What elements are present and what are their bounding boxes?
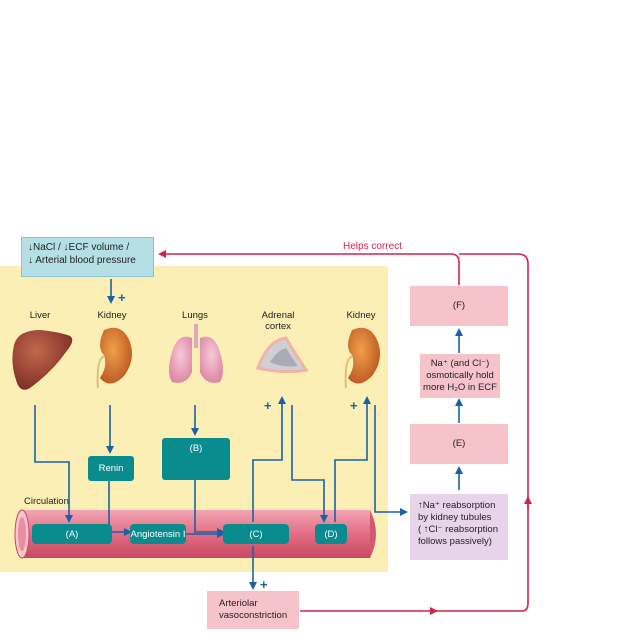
adrenal-cortex-icon — [256, 336, 309, 374]
stimulus-box: ↓NaCl / ↓ECF volume / ↓ Arterial blood p… — [21, 237, 154, 277]
renin-box: Renin — [88, 456, 134, 481]
kidney-icon-left — [100, 327, 132, 384]
liver-label: Liver — [29, 310, 51, 321]
angiotensin-i-box: Angiotensin I — [130, 524, 186, 544]
kidney-label-left: Kidney — [97, 310, 127, 321]
feedback-loop — [158, 250, 532, 615]
liver-icon — [12, 330, 73, 390]
stimulus-line-1: ↓NaCl / ↓ECF volume / — [28, 242, 130, 253]
plus-sign-adrenal: + — [264, 398, 272, 413]
plus-sign-stimulus: + — [118, 290, 126, 305]
arteriolar-line-1: Arteriolar — [219, 598, 258, 609]
arteriolar-line-2: vasoconstriction — [219, 610, 288, 621]
adrenal-label-line-1: Adrenal — [261, 310, 295, 321]
plus-sign-kidney: + — [350, 398, 358, 413]
adrenal-cortex-label: Adrenal cortex — [248, 310, 308, 332]
reabsorb-line-1: ↑Na⁺ reabsorption — [418, 500, 496, 511]
helps-correct-label: Helps correct — [343, 241, 402, 252]
na-line-1: Na⁺ (and Cl⁻) — [430, 358, 490, 369]
stimulus-line-2: ↓ Arterial blood pressure — [28, 255, 136, 266]
na-line-2: osmotically hold — [426, 370, 494, 381]
pathway-arrows — [34, 279, 463, 590]
box-b: (B) — [162, 438, 230, 480]
plus-sign-vasoconstriction: + — [260, 577, 268, 592]
box-a: (A) — [32, 524, 112, 544]
na-water-box: Na⁺ (and Cl⁻) osmotically hold more H₂O … — [420, 354, 500, 398]
circulation-label: Circulation — [24, 496, 69, 507]
adrenal-label-line-2: cortex — [265, 321, 291, 332]
kidney-label-right: Kidney — [346, 310, 376, 321]
kidney-icon-right — [348, 327, 380, 384]
box-d: (D) — [315, 524, 347, 544]
lungs-label: Lungs — [182, 310, 208, 321]
na-reabsorption-box: ↑Na⁺ reabsorption by kidney tubules ( ↑C… — [410, 494, 508, 560]
box-c: (C) — [223, 524, 289, 544]
reabsorb-line-4: follows passively) — [418, 536, 492, 547]
arteriolar-vasoconstriction-box: Arteriolar vasoconstriction — [207, 591, 299, 629]
box-f: (F) — [410, 286, 508, 326]
lungs-icon — [169, 324, 223, 383]
reabsorb-line-3: ( ↑Cl⁻ reabsorption — [418, 524, 498, 535]
na-line-3: more H₂O in ECF — [423, 382, 497, 393]
box-e: (E) — [410, 424, 508, 464]
reabsorb-line-2: by kidney tubules — [418, 512, 492, 523]
